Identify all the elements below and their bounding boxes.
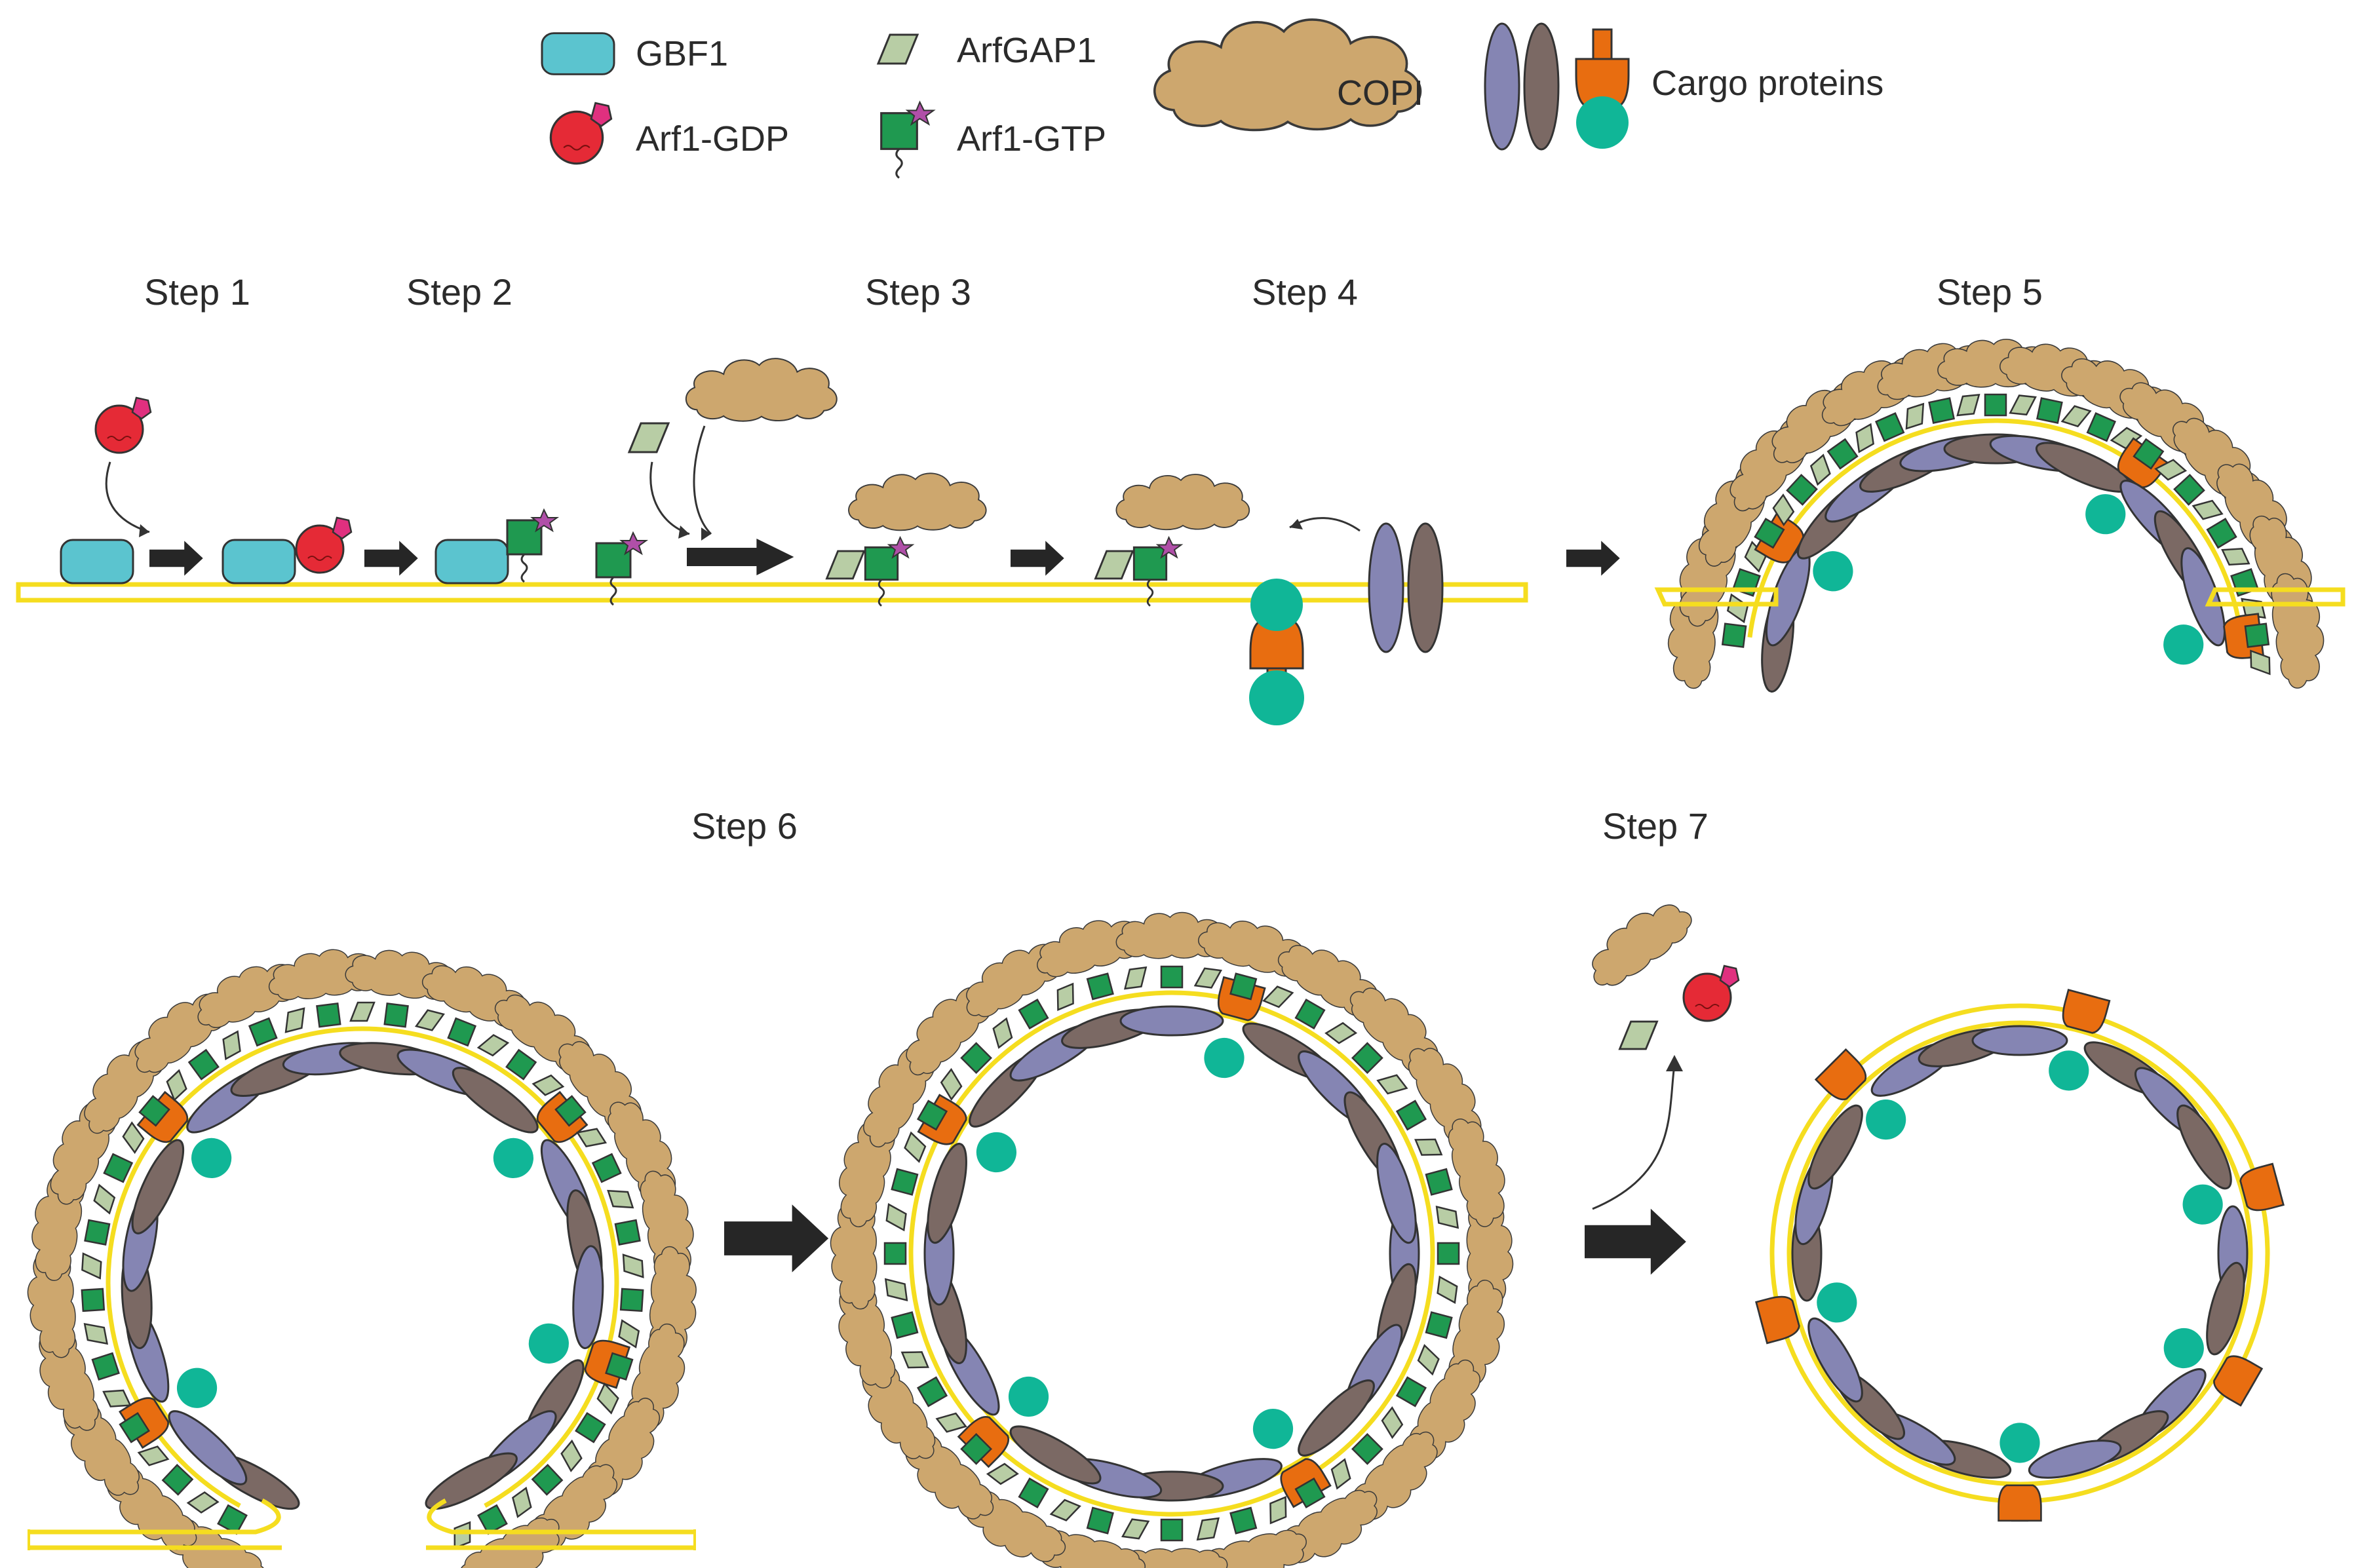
legend-arf1-gtp-icon — [880, 101, 935, 179]
gbf1-icon — [435, 539, 509, 584]
arf1-gtp-icon — [1132, 536, 1182, 607]
copi-icon — [848, 472, 987, 531]
arf1-gdp-icon — [295, 516, 353, 574]
step-arrow — [1585, 1208, 1686, 1275]
recruit-arrow — [105, 461, 150, 533]
legend-arfgap1-label: ArfGAP1 — [957, 31, 1096, 70]
arfgap1-icon — [1094, 550, 1134, 580]
step-7-label: Step 7 — [1602, 805, 1709, 847]
arf1-gtp-icon — [595, 531, 647, 606]
legend-arf1-gdp-label: Arf1-GDP — [636, 119, 789, 159]
step-arrow — [1566, 541, 1620, 576]
arf1-gtp-icon — [864, 536, 914, 607]
step-arrow — [149, 541, 203, 576]
step-arrow — [364, 541, 418, 576]
arf1-gdp-free-icon — [94, 396, 152, 454]
step-6-bud — [22, 944, 703, 1568]
step-arrow — [724, 1204, 829, 1272]
step-arrow — [1011, 541, 1064, 576]
legend-arfgap1-icon — [877, 33, 919, 65]
step-3-label: Step 3 — [865, 271, 971, 313]
legend-arf1-gdp-icon — [549, 102, 613, 165]
arf1-gdp-released-icon — [1682, 965, 1740, 1022]
copi-released-icon — [1577, 889, 1701, 996]
arfgap1-icon — [628, 422, 670, 453]
step-6-label: Step 6 — [691, 805, 798, 847]
copi-icon — [685, 358, 838, 422]
legend-copi-label: COPI — [1337, 73, 1423, 113]
step-2-label: Step 2 — [406, 271, 512, 313]
step-arrow — [687, 539, 794, 575]
legend-cargo-label: Cargo proteins — [1651, 64, 1883, 103]
legend-arf1-gtp-label: Arf1-GTP — [957, 119, 1106, 159]
cargo-brown-icon — [1407, 522, 1444, 653]
step-5-bud — [1654, 334, 2346, 693]
uncoated-vesicle — [1755, 989, 2285, 1522]
legend: GBF1 Arf1-GDP ArfGAP1 Arf1-GTP COPI Carg… — [541, 18, 1883, 179]
arfgap1-icon — [826, 550, 865, 580]
steps-1-4-panel — [16, 358, 1620, 725]
gbf1-icon — [60, 539, 134, 584]
step-5-label: Step 5 — [1937, 271, 2043, 313]
arfgap1-released-icon — [1619, 1020, 1658, 1050]
arf1-gtp-icon — [506, 508, 558, 583]
step-4-label: Step 4 — [1252, 271, 1358, 313]
legend-gbf1-icon — [541, 32, 615, 75]
uncoat-release — [1577, 889, 1740, 1210]
gbf1-icon — [222, 539, 296, 584]
golgi-membrane — [16, 582, 1528, 603]
legend-cargo-icon — [1484, 22, 1630, 151]
coated-vesicle — [827, 909, 1516, 1568]
cargo-purple-icon — [1368, 522, 1404, 653]
copi-icon — [1115, 474, 1250, 531]
step-labels: Step 1 Step 2 Step 3 Step 4 Step 5 Step … — [144, 271, 2043, 847]
cargo-teal-icon — [1249, 670, 1304, 725]
legend-gbf1-label: GBF1 — [636, 34, 728, 73]
step-1-label: Step 1 — [144, 271, 250, 313]
